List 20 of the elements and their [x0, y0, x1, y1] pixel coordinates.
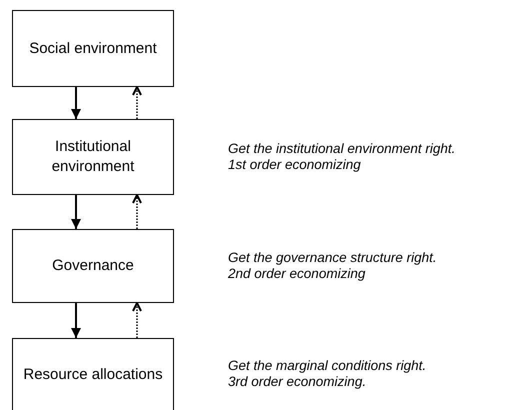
level-label: Institutional environment [50, 137, 136, 177]
level-box [12, 229, 174, 303]
dotted-arrow [132, 194, 142, 229]
level-box [12, 10, 174, 87]
level-note: Get the marginal conditions right. [228, 358, 426, 374]
level-label: Governance [52, 256, 134, 276]
dotted-arrow [132, 86, 142, 119]
level-note: Get the governance structure right. [228, 250, 437, 266]
level-note: 1st order economizing [228, 157, 362, 173]
level-box [12, 119, 174, 195]
level-note: Get the institutional environment right. [228, 141, 456, 157]
level-note: 2nd order economizing [228, 266, 366, 282]
arrow [71, 303, 81, 338]
level-label: Social environment [29, 38, 157, 58]
arrow [71, 195, 81, 229]
dotted-arrow [132, 302, 142, 338]
arrow [71, 87, 81, 119]
level-box [12, 338, 174, 410]
level-label: Resource allocations [23, 364, 163, 384]
level-note: 3rd order economizing. [228, 374, 368, 390]
